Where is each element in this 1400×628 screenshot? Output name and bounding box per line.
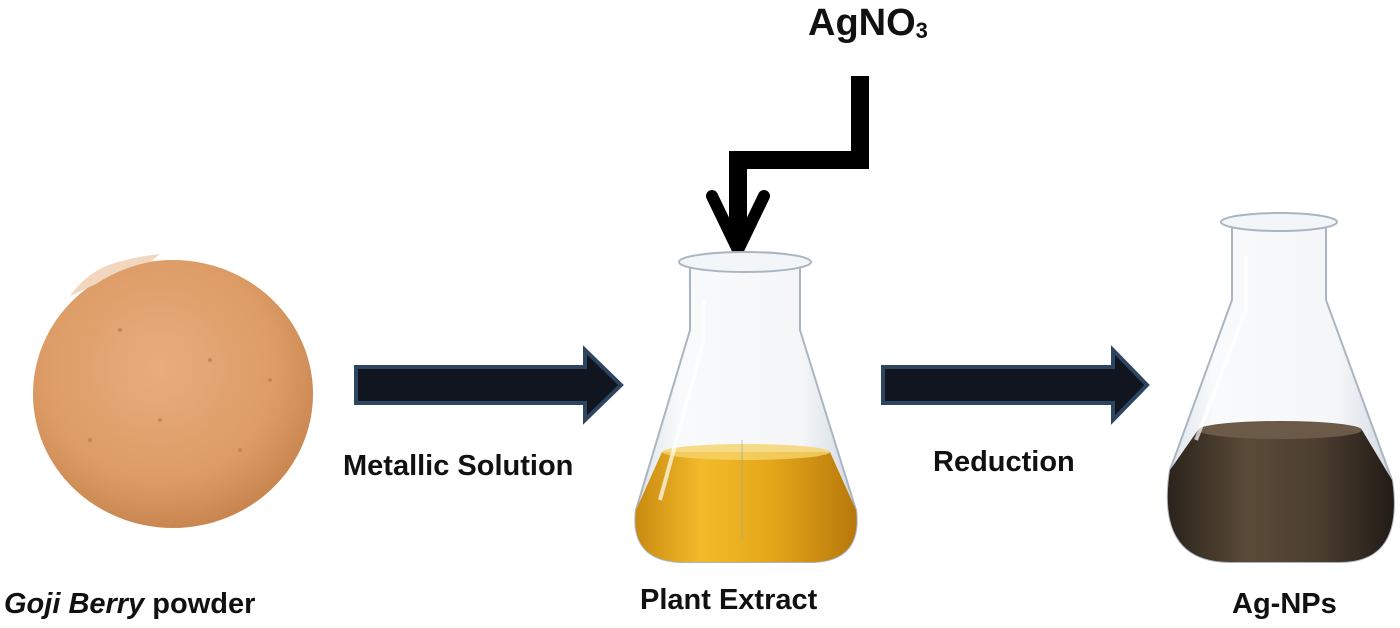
reagent-name: AgNO [808, 2, 916, 44]
reagent-addition-arrow [706, 76, 869, 264]
flask-rim [1220, 212, 1338, 232]
nanoparticle-liquid [1167, 430, 1394, 562]
powder-grain [268, 378, 272, 382]
ag-nps-label: Ag-NPs [1232, 588, 1337, 620]
powder-label-rest: powder [144, 588, 256, 620]
step-metallic-solution-label: Metallic Solution [343, 450, 574, 482]
powder-grain [158, 418, 162, 422]
liquid-surface [662, 444, 830, 460]
powder-grain [238, 448, 242, 452]
plant-extract-flask [634, 251, 858, 563]
reagent-subscript: 3 [915, 18, 928, 43]
reagent-label: AgNO3 [808, 2, 928, 45]
silver-nanoparticle-flask [1166, 212, 1395, 563]
flask-rim [678, 251, 812, 273]
reagent-arrow-shaft [729, 76, 869, 238]
powder-grain [88, 438, 92, 442]
reagent-arrow-head [706, 190, 770, 264]
goji-powder-image [33, 254, 313, 528]
step-reduction-label: Reduction [933, 446, 1075, 478]
powder-highlight [70, 254, 160, 296]
powder-pile [33, 260, 313, 528]
glass-highlight [1194, 256, 1248, 441]
plant-extract-liquid [635, 452, 857, 562]
liquid-surface [1198, 421, 1362, 439]
powder-label: Goji Berry powder [4, 588, 255, 621]
glass-highlight [658, 300, 706, 501]
powder-label-italic: Goji Berry [4, 588, 145, 620]
powder-grain [118, 328, 122, 332]
powder-grain [208, 358, 212, 362]
arrow-reduction [881, 345, 1150, 425]
arrow-metallic-solution [354, 345, 624, 425]
plant-extract-label: Plant Extract [640, 584, 818, 616]
